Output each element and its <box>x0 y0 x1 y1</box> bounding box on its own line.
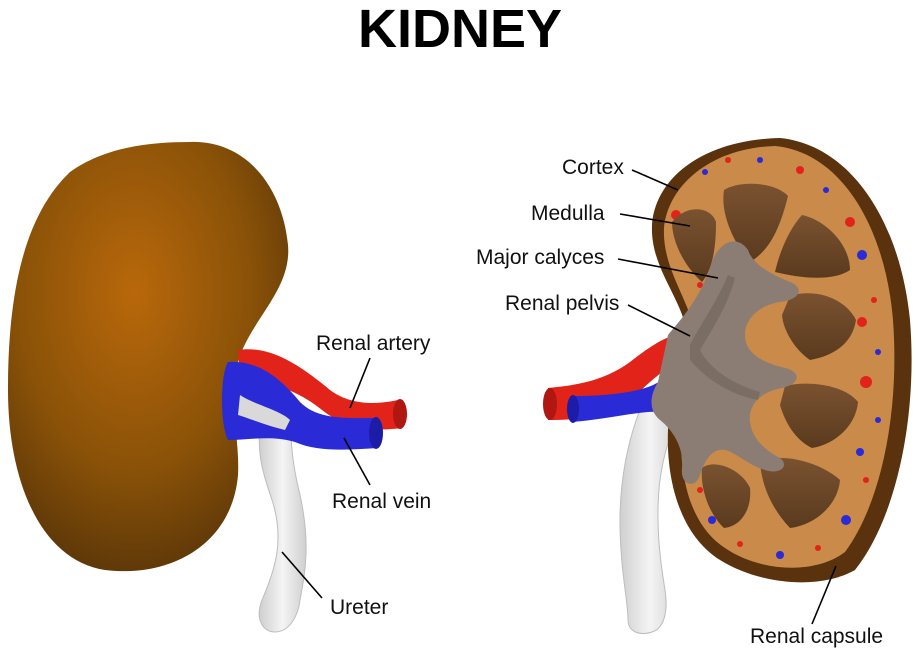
label-renal-pelvis: Renal pelvis <box>505 292 620 315</box>
cortex-vessels <box>671 157 881 559</box>
renal-vein-left-end <box>369 417 383 449</box>
leader-ureter <box>281 551 323 599</box>
external-kidney <box>8 141 407 633</box>
renal-artery-left-end <box>393 399 407 429</box>
renal-vein-right-end <box>567 395 579 423</box>
label-ureter: Ureter <box>330 596 389 619</box>
leader-renal-artery <box>349 357 371 409</box>
leader-renal-pelvis <box>627 304 691 337</box>
renal-artery-right-end <box>543 388 557 420</box>
label-cortex: Cortex <box>562 156 624 179</box>
leader-cortex <box>631 169 679 191</box>
label-major-calyces: Major calyces <box>476 246 605 269</box>
medulla-pyramids <box>672 183 858 528</box>
leader-medulla <box>619 213 691 227</box>
ureter-left <box>258 404 307 633</box>
label-medulla: Medulla <box>531 202 605 225</box>
diagram-title: KIDNEY <box>357 0 563 59</box>
label-renal-vein: Renal vein <box>332 490 432 513</box>
renal-vein-left <box>222 361 378 450</box>
leader-major-calyces <box>617 258 719 279</box>
kidney-cross-section <box>543 138 912 634</box>
leader-renal-vein <box>343 437 371 486</box>
ureter-right <box>619 409 681 634</box>
label-renal-artery: Renal artery <box>316 332 431 355</box>
leader-renal-capsule <box>811 565 837 625</box>
kidney-outer <box>8 141 289 572</box>
renal-artery-left <box>238 349 402 430</box>
renal-pelvis-shape <box>651 241 799 484</box>
label-renal-capsule: Renal capsule <box>750 625 884 648</box>
leader-lines <box>281 169 837 625</box>
